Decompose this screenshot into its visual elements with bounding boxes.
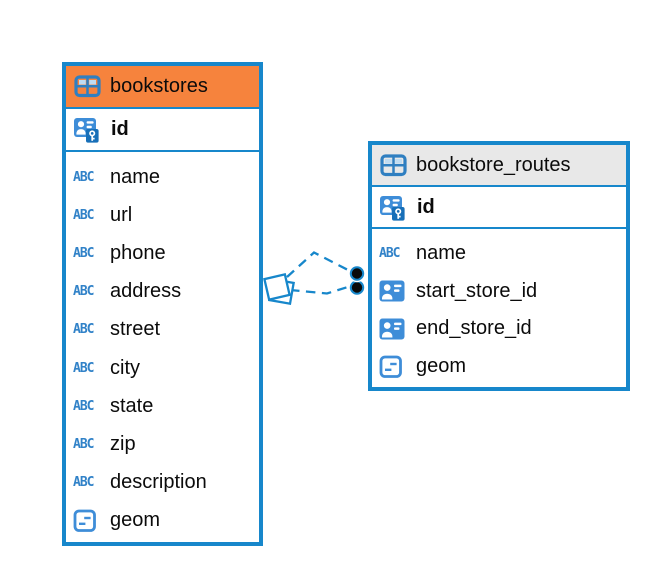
- geometry-type-icon: [379, 355, 409, 379]
- relation-line-end-store[interactable]: [289, 284, 352, 295]
- column-name: description: [110, 471, 207, 494]
- column-row[interactable]: geom: [372, 348, 626, 386]
- relation-circle-halo: [348, 264, 366, 283]
- column-name: address: [110, 280, 182, 303]
- text-type-icon: ABC: [73, 436, 95, 452]
- column-name: street: [110, 318, 161, 341]
- relation-diamond-marker[interactable]: [268, 278, 295, 305]
- column-row[interactable]: ABC phone: [66, 234, 259, 272]
- relation-circle-marker[interactable]: [349, 266, 365, 281]
- reference-id-icon: [379, 280, 409, 302]
- column-name: phone: [110, 241, 166, 264]
- reference-id-icon: [379, 318, 409, 340]
- column-row[interactable]: ABC zip: [66, 425, 259, 463]
- column-name: geom: [416, 355, 467, 378]
- table-bookstores[interactable]: bookstores id ABC name: [62, 62, 263, 546]
- primary-key-icon: [73, 116, 103, 143]
- table-bookstore-routes[interactable]: bookstore_routes id ABC name: [368, 141, 630, 391]
- column-row[interactable]: ABC city: [66, 349, 259, 387]
- column-name: id: [111, 118, 129, 140]
- column-name: url: [110, 203, 133, 226]
- relation-circle-marker[interactable]: [349, 280, 365, 295]
- table-header[interactable]: bookstore_routes: [372, 145, 626, 187]
- column-name: id: [417, 195, 435, 218]
- table-name: bookstores: [110, 75, 208, 97]
- text-type-icon: ABC: [73, 360, 95, 376]
- column-row[interactable]: ABC street: [66, 311, 259, 349]
- column-row[interactable]: geom: [66, 502, 259, 540]
- relation-line-start-store[interactable]: [286, 251, 351, 278]
- text-type-icon: ABC: [73, 322, 95, 338]
- column-name: geom: [110, 509, 161, 532]
- table-header[interactable]: bookstores: [66, 66, 259, 109]
- text-type-icon: ABC: [73, 169, 95, 185]
- table-icon: [380, 153, 408, 177]
- column-name: name: [110, 165, 161, 188]
- table-columns: ABC name ABC url ABC phone ABC address A…: [66, 152, 259, 542]
- table-columns: ABC name start_store_id: [372, 229, 626, 387]
- column-row[interactable]: ABC name: [372, 235, 626, 273]
- column-name: state: [110, 394, 154, 417]
- column-row[interactable]: start_store_id: [372, 273, 626, 311]
- text-type-icon: ABC: [73, 475, 95, 491]
- geometry-type-icon: [73, 509, 103, 533]
- column-row-id[interactable]: id: [66, 109, 259, 152]
- column-name: start_store_id: [416, 279, 538, 302]
- text-type-icon: ABC: [73, 398, 95, 414]
- column-name: city: [110, 356, 140, 379]
- primary-key-icon: [379, 194, 409, 221]
- column-row[interactable]: ABC address: [66, 273, 259, 311]
- column-row[interactable]: end_store_id: [372, 310, 626, 348]
- text-type-icon: ABC: [379, 246, 401, 262]
- column-name: end_store_id: [416, 317, 532, 340]
- column-name: zip: [110, 432, 136, 455]
- text-type-icon: ABC: [73, 245, 95, 261]
- column-row[interactable]: ABC url: [66, 196, 259, 234]
- table-name: bookstore_routes: [416, 153, 571, 176]
- column-row[interactable]: ABC state: [66, 387, 259, 425]
- relation-diamond-marker[interactable]: [263, 273, 291, 301]
- table-icon: [74, 75, 102, 98]
- text-type-icon: ABC: [73, 207, 95, 223]
- column-row[interactable]: ABC name: [66, 158, 259, 196]
- column-row-id[interactable]: id: [372, 187, 626, 229]
- text-type-icon: ABC: [73, 284, 95, 300]
- column-row[interactable]: ABC description: [66, 464, 259, 502]
- column-name: name: [416, 242, 467, 265]
